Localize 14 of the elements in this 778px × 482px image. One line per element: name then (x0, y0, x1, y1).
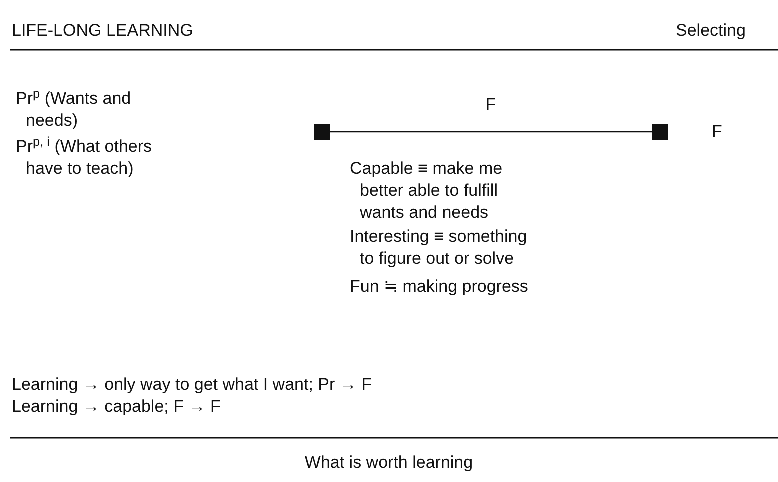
caption: What is worth learning (304, 452, 474, 474)
statement-text: Learning → capable; F → F (12, 396, 222, 418)
definition-text: Interesting ≡ something to figure out or solve (350, 226, 528, 270)
heading: LIFE-LONG LEARNING (12, 20, 194, 42)
term-text: Pr$^{p}$ (Wants and needs) (16, 88, 132, 132)
header-text: Selecting (676, 20, 747, 42)
term-text: Pr$^{p, i}$ (What others have to teach) (16, 136, 154, 180)
connector-line (330, 131, 652, 133)
statement-text: Learning → only way to get what I want; Pr → F (12, 374, 373, 396)
node-annotation: F (712, 121, 722, 142)
square-marker (652, 124, 668, 140)
square-marker (314, 124, 330, 140)
definition-text: Capable ≡ make me better able to fulfill wants and needs (350, 158, 504, 224)
definition-text: Fun ≒ making progress (350, 276, 530, 298)
